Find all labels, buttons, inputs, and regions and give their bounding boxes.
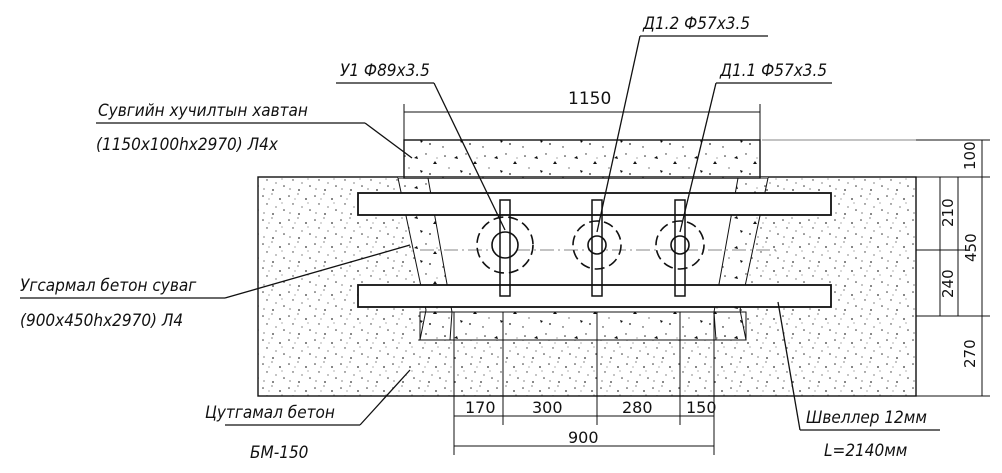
- label-pipe-d12: Д1.2 Ф57х3.5: [642, 14, 750, 34]
- dim-right-base: 270: [961, 339, 979, 368]
- label-channel-1: Угсармал бетон суваг: [20, 276, 197, 296]
- label-pipe-y1: У1 Ф89х3.5: [340, 61, 430, 81]
- pipe-d11: [655, 199, 705, 297]
- dim-right-total: 450: [962, 233, 980, 262]
- steel-channel-top: [357, 192, 832, 216]
- label-channel-2: (900х450hх2970) Л4: [20, 311, 183, 331]
- label-steel-2: L=2140мм: [824, 441, 907, 461]
- dim-right-upper: 210: [939, 198, 957, 227]
- label-base-1: Цутгамал бетон: [205, 403, 335, 423]
- dim-bottom-b: 300: [532, 398, 563, 417]
- dim-bottom-d: 150: [686, 398, 717, 417]
- dim-right-lower: 240: [939, 269, 957, 298]
- label-cover-1: Сувгийн хучилтын хавтан: [98, 101, 308, 121]
- dim-bottom-a: 170: [465, 398, 496, 417]
- label-steel-1: Швеллер 12мм: [806, 408, 927, 428]
- label-base-2: БМ-150: [250, 443, 308, 463]
- dim-top-width: 1150: [568, 89, 611, 109]
- cover-slab: [403, 139, 761, 179]
- label-cover-2: (1150х100hх2970) Л4х: [96, 135, 279, 155]
- dim-bottom-c: 280: [622, 398, 653, 417]
- channel-bottom-slab: [419, 311, 747, 341]
- dim-bottom-total: 900: [568, 428, 599, 447]
- pipe-d12: [572, 199, 622, 297]
- label-pipe-d11: Д1.1 Ф57х3.5: [719, 61, 827, 81]
- pipe-y1: [476, 199, 534, 297]
- dim-right-cover: 100: [961, 141, 979, 170]
